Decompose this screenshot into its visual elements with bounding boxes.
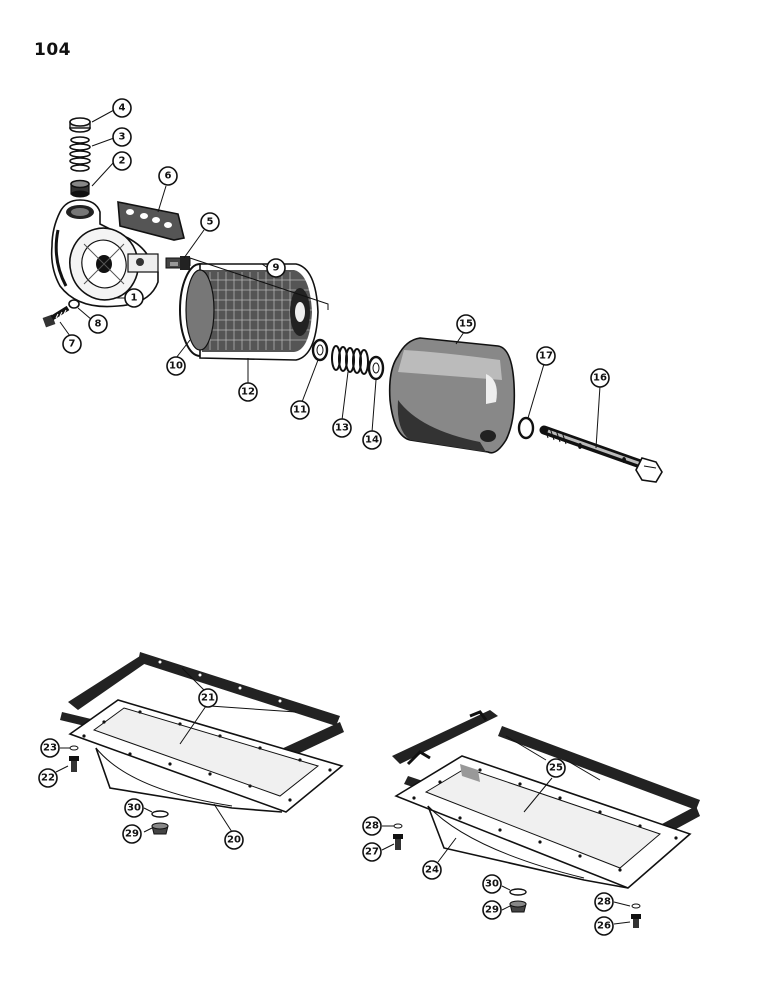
svg-text:28: 28 <box>365 821 379 832</box>
callouts: 4 3 2 6 5 9 1 8 7 10 12 11 13 14 15 17 1… <box>38 98 614 936</box>
group-bracket <box>189 257 329 310</box>
callout-7: 7 <box>62 334 82 354</box>
oil-pan-right <box>394 755 692 889</box>
svg-text:25: 25 <box>549 763 563 774</box>
page-number: 104 <box>34 40 71 60</box>
svg-text:30: 30 <box>127 803 141 814</box>
leader-lines-right <box>381 735 631 925</box>
callout-27: 27 <box>362 842 382 862</box>
svg-text:10: 10 <box>169 361 183 372</box>
svg-text:1: 1 <box>131 293 138 304</box>
svg-text:16: 16 <box>593 373 607 384</box>
filter-base-part <box>50 199 159 308</box>
fitting-part <box>165 256 190 270</box>
oil-pan-right-assembly <box>381 710 700 928</box>
svg-text:8: 8 <box>95 319 102 330</box>
callout-9: 9 <box>266 258 286 278</box>
bolt-26-part <box>631 903 641 928</box>
filter-element-part <box>179 263 319 361</box>
svg-text:30: 30 <box>485 879 499 890</box>
callout-13: 13 <box>332 418 352 438</box>
svg-text:29: 29 <box>485 905 499 916</box>
washer-part <box>68 299 80 309</box>
leader-lines-left <box>55 667 297 833</box>
svg-text:26: 26 <box>597 921 611 932</box>
oil-filter-assembly <box>42 109 663 483</box>
svg-text:29: 29 <box>125 829 139 840</box>
svg-text:13: 13 <box>335 423 349 434</box>
callout-30-right: 30 <box>482 874 502 894</box>
drain-plug-right <box>509 888 527 913</box>
spring-part <box>69 136 91 172</box>
callout-17: 17 <box>536 346 556 366</box>
svg-text:27: 27 <box>365 847 379 858</box>
callout-12: 12 <box>238 382 258 402</box>
oil-pan-left-assembly <box>55 652 344 835</box>
callout-4: 4 <box>112 98 132 118</box>
callout-30-left: 30 <box>124 798 144 818</box>
svg-text:23: 23 <box>43 743 57 754</box>
svg-text:15: 15 <box>459 319 473 330</box>
callout-20: 20 <box>224 830 244 850</box>
svg-text:21: 21 <box>201 693 215 704</box>
svg-text:11: 11 <box>293 405 307 416</box>
callout-1: 1 <box>124 288 144 308</box>
svg-text:6: 6 <box>165 171 172 182</box>
callout-24: 24 <box>422 860 442 880</box>
gasket-plate-part <box>117 201 185 241</box>
callout-23: 23 <box>40 738 60 758</box>
washer-17-part <box>517 416 535 440</box>
valve-part <box>70 179 90 198</box>
spring-13-part <box>331 345 369 375</box>
svg-text:20: 20 <box>227 835 241 846</box>
callout-25: 25 <box>546 758 566 778</box>
callout-8: 8 <box>88 314 108 334</box>
callout-6: 6 <box>158 166 178 186</box>
callout-29-right: 29 <box>482 900 502 920</box>
callout-3: 3 <box>112 127 132 147</box>
callout-28-left: 28 <box>362 816 382 836</box>
washer-14-part <box>367 355 385 381</box>
svg-text:7: 7 <box>69 339 76 350</box>
callout-14: 14 <box>362 430 382 450</box>
bolt-27-part <box>393 823 403 850</box>
svg-text:24: 24 <box>425 865 439 876</box>
callout-10: 10 <box>166 356 186 376</box>
center-bolt-part <box>539 425 663 483</box>
callout-11: 11 <box>290 400 310 420</box>
gasket-ring-part <box>311 338 329 362</box>
callout-26: 26 <box>594 916 614 936</box>
callout-28-right: 28 <box>594 892 614 912</box>
svg-text:9: 9 <box>273 263 280 274</box>
svg-text:17: 17 <box>539 351 553 362</box>
oil-pan-left <box>68 699 344 813</box>
svg-text:5: 5 <box>207 217 214 228</box>
svg-text:2: 2 <box>119 156 126 167</box>
svg-text:4: 4 <box>119 103 126 114</box>
svg-text:22: 22 <box>41 773 55 784</box>
leader-lines-top <box>59 109 601 449</box>
bolt-22-part <box>69 745 79 772</box>
callout-15: 15 <box>456 314 476 334</box>
svg-text:14: 14 <box>365 435 379 446</box>
callout-21: 21 <box>198 688 218 708</box>
svg-text:12: 12 <box>241 387 255 398</box>
cap-part <box>69 117 91 133</box>
callout-29-left: 29 <box>122 824 142 844</box>
drain-plug-left <box>151 810 169 835</box>
svg-text:3: 3 <box>119 132 126 143</box>
callout-16: 16 <box>590 368 610 388</box>
filter-shell-part <box>388 337 516 454</box>
svg-text:28: 28 <box>597 897 611 908</box>
bolt-part <box>42 305 70 328</box>
callout-22: 22 <box>38 768 58 788</box>
callout-2: 2 <box>112 151 132 171</box>
callout-5: 5 <box>200 212 220 232</box>
